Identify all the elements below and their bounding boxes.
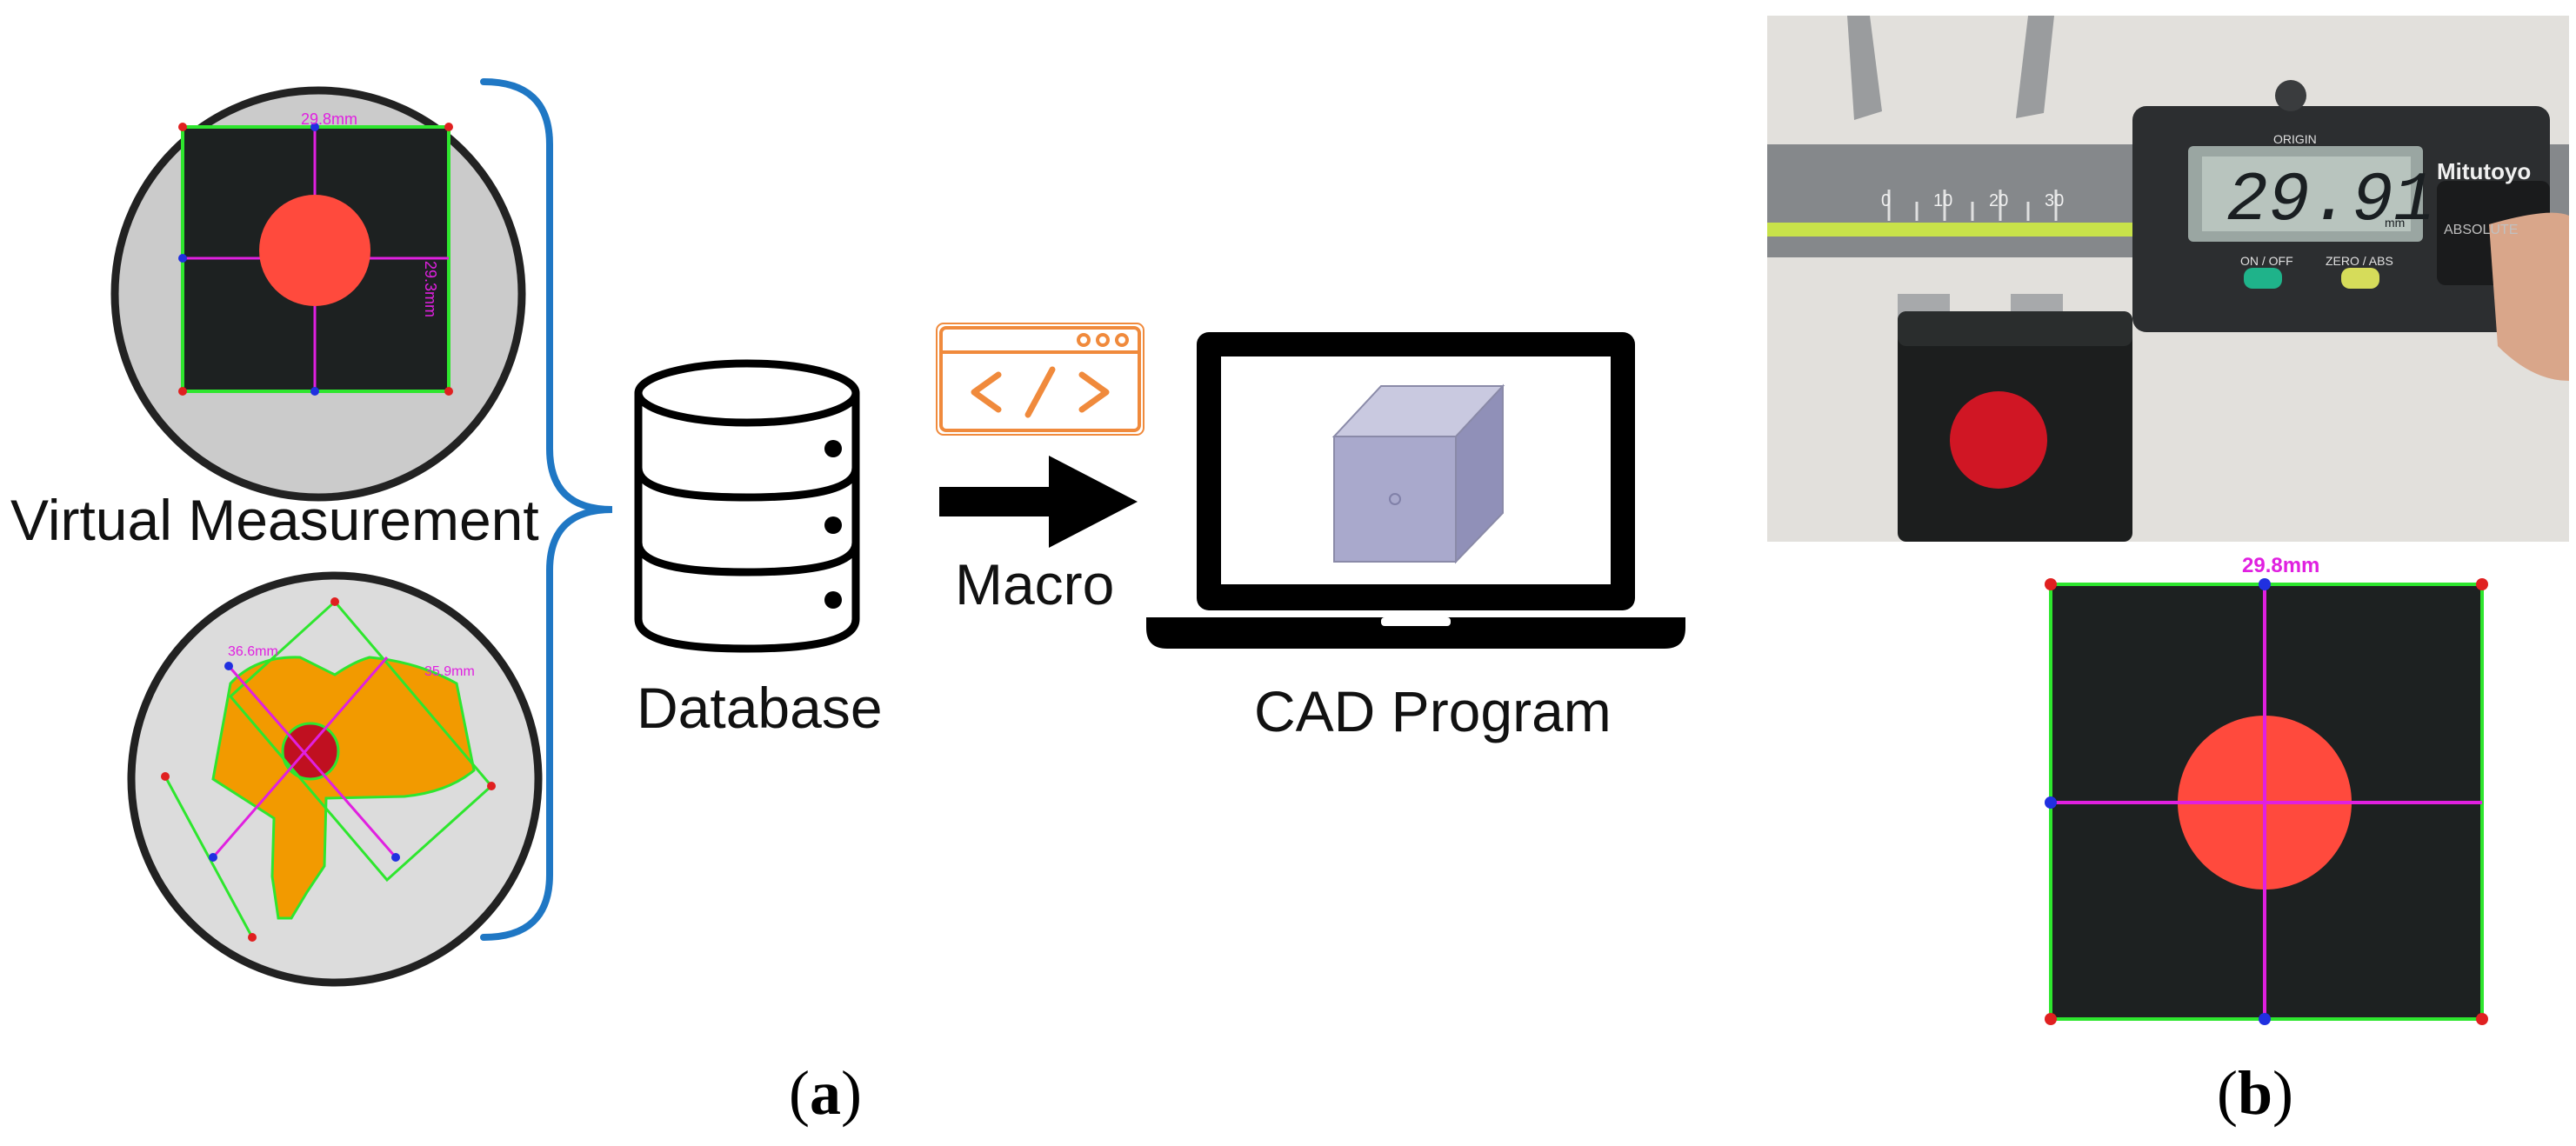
database-icon	[630, 358, 864, 654]
caliper-scale-0: 0	[1881, 191, 1892, 210]
panel-b-letter: b	[2237, 1058, 2273, 1128]
right-arrow-icon	[939, 454, 1139, 550]
database-label: Database	[637, 676, 883, 740]
measured-sample-image	[2042, 574, 2491, 1028]
top-sample-photo	[110, 85, 527, 503]
caliper-photo	[1767, 16, 2569, 542]
caliper-scale-20: 20	[1989, 191, 2009, 210]
caliper-scale-30: 30	[2045, 191, 2065, 210]
panel-b-label: (b)	[2217, 1057, 2293, 1129]
caliper-zero-abs-label: ZERO / ABS	[2326, 254, 2393, 268]
top-height-label: 29.3mm	[422, 261, 439, 318]
panel-a-label: (a)	[789, 1057, 862, 1129]
virtual-measurement-label: Virtual Measurement	[10, 488, 539, 552]
caliper-absolute-label: ABSOLUTE	[2444, 223, 2519, 237]
panel-b-open: (	[2217, 1058, 2238, 1128]
bottom-right-label: 35.9mm	[424, 664, 475, 679]
bottom-left-label: 36.6mm	[228, 644, 278, 659]
code-window-frame	[936, 323, 1145, 436]
panel-a-close: )	[840, 1058, 862, 1128]
caliper-brand: Mitutoyo	[2437, 158, 2532, 184]
panel-a-open: (	[789, 1058, 810, 1128]
top-width-label: 29.8mm	[301, 110, 358, 128]
caliper-on-off-label: ON / OFF	[2240, 254, 2293, 268]
caliper-reading: 29.91	[2226, 162, 2436, 241]
curly-brace	[470, 75, 626, 944]
panel-a-letter: a	[809, 1058, 841, 1128]
caliper-origin-label: ORIGIN	[2273, 132, 2317, 146]
cad-program-label: CAD Program	[1254, 679, 1612, 743]
panel-b-close: )	[2272, 1058, 2294, 1128]
caliper-scale-10: 10	[1933, 191, 1953, 210]
caliper-unit: mm	[2385, 216, 2406, 230]
cube-icon	[1329, 383, 1512, 574]
macro-label: Macro	[955, 552, 1115, 616]
bottom-sample-photo	[126, 570, 544, 988]
measured-width-label: 29.8mm	[2242, 554, 2320, 577]
code-window-icon	[936, 323, 1145, 436]
